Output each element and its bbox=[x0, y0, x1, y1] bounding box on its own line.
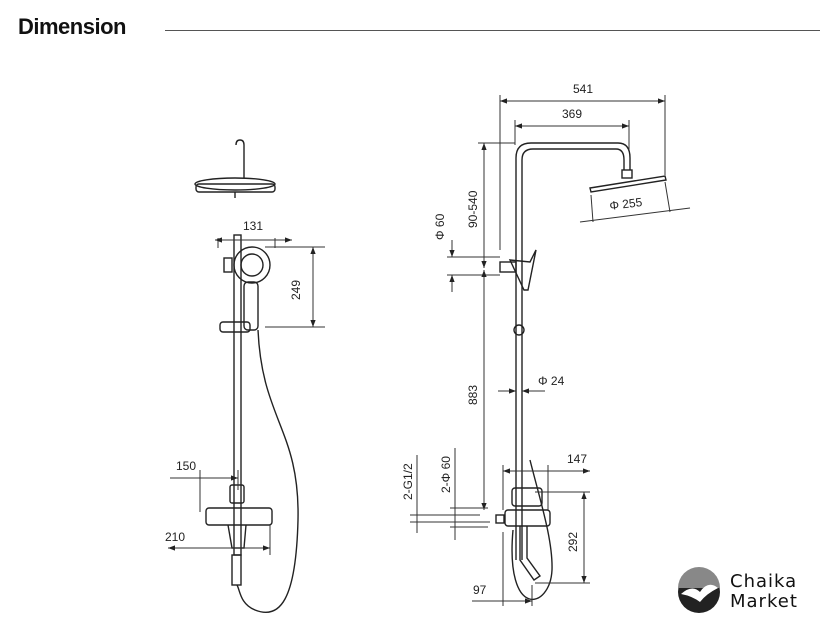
front-view-shower: 131 249 150 210 bbox=[165, 139, 325, 614]
dim-2-phi-60: 2-Φ 60 bbox=[439, 456, 453, 493]
dim-210: 210 bbox=[165, 530, 185, 544]
dim-131: 131 bbox=[243, 219, 263, 233]
brand-logo bbox=[678, 567, 720, 613]
dim-97: 97 bbox=[473, 583, 487, 597]
title-divider bbox=[165, 30, 820, 31]
dim-phi-60: Φ 60 bbox=[433, 213, 447, 240]
brand-name: Chaika Market bbox=[730, 572, 798, 612]
dim-phi-24: Φ 24 bbox=[538, 374, 565, 388]
side-view-shower: 541 369 Φ 255 90-540 Φ 60 883 Φ 24 147 2… bbox=[401, 82, 691, 606]
dim-883: 883 bbox=[466, 385, 480, 405]
dim-249: 249 bbox=[289, 280, 303, 300]
page-title: Dimension bbox=[18, 14, 126, 39]
dim-90-540: 90-540 bbox=[466, 190, 480, 228]
brand-line-2: Market bbox=[730, 591, 798, 612]
dim-541: 541 bbox=[573, 82, 593, 96]
dim-292: 292 bbox=[566, 532, 580, 552]
brand-line-1: Chaika bbox=[730, 571, 798, 592]
dim-phi-255: Φ 255 bbox=[609, 195, 644, 213]
dim-2-g1-2: 2-G1/2 bbox=[401, 463, 415, 500]
dim-147: 147 bbox=[567, 452, 587, 466]
dim-150: 150 bbox=[176, 459, 196, 473]
dim-369: 369 bbox=[562, 107, 582, 121]
